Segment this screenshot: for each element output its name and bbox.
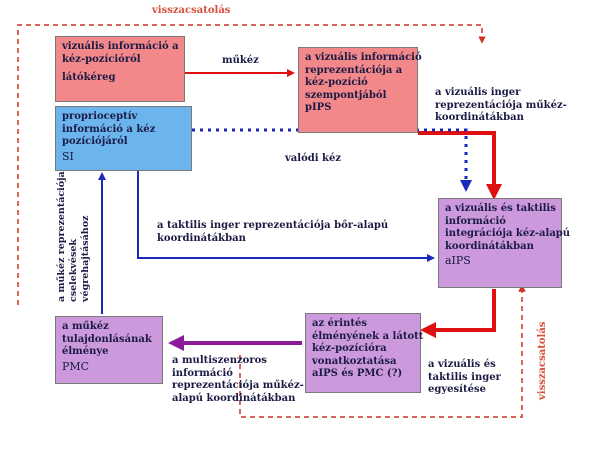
label-line: cselekvések [68,239,79,302]
box-line: élménye [62,346,109,357]
box-tag: SI [62,149,74,163]
proprioceptive-box: proprioceptív információ a kéz pozíciójá… [55,106,192,171]
box-line: pozíciójáról [62,136,128,147]
box-line: az érintés [312,318,367,329]
box-line: integrációja kéz-alapú [445,228,571,239]
aips-box: a vizuális és taktilis információ integr… [438,198,571,288]
box-line: vonatkoztatása [312,355,397,367]
box-line: élményének a látott [312,330,424,342]
box-tag: látókéreg [62,72,116,83]
box-line: reprezentációja a [305,64,403,76]
pips-box: a vizuális információ reprezentációja a … [298,47,422,133]
aips-to-integration-arrow [420,289,496,338]
label-line: alapú koordinátákban [172,392,296,404]
box-line: információ a kéz [62,123,156,135]
box-tag: aIPS és PMC (?) [312,368,403,379]
valodi-kez-label: valódi kéz [285,153,342,164]
box-line: vizuális információ a [62,41,179,52]
feedback-right-label: visszacsatolás [537,321,548,400]
motor-label: a műkéz reprezentációja cselekvések végr… [56,171,92,302]
label-line: koordinátákban [157,232,246,244]
feedback-top-arrow [17,24,486,305]
label-line: a vizuális és [428,359,496,370]
box-line: kéz-pozícióra [312,343,387,354]
box-line: proprioceptív [62,111,138,122]
label-line: egyesítése [428,384,486,395]
box-line: kéz-pozíció [305,77,368,88]
label-line: a multiszenzoros [172,355,267,366]
label-line: a vizuális inger [435,87,521,98]
label-line: koordinátákban [435,112,524,123]
box-line: szempontjából [305,89,387,101]
visual-stimulus-label: a vizuális inger reprezentációja műkéz- … [435,87,567,125]
feedback-top-label: visszacsatolás [152,5,231,16]
unify-label: a vizuális és taktilis inger egyesítése [428,359,501,397]
mukez-label: műkéz [222,55,259,66]
box-line: a műkéz [62,321,109,332]
valodi-kez-arrow [192,128,472,192]
pips-to-aips-arrow [418,131,502,200]
label-line: végrehajtásához [80,215,91,302]
box-tag: PMC [62,359,90,373]
box-line: koordinátákban [445,240,534,252]
label-line: reprezentációja műkéz- [435,99,567,111]
box-tag: pIPS [305,102,332,113]
box-line: információ [445,215,506,227]
visual-info-box: vizuális információ a kéz-pozícióról lát… [55,36,185,102]
integration-box: az érintés élményének a látott kéz-pozíc… [305,313,424,393]
box-line: tulajdonlásának [62,333,152,345]
multisensory-label: a multiszenzoros információ reprezentáci… [172,355,304,405]
label-line: információ [172,367,233,379]
pmc-box: a műkéz tulajdonlásának élménye PMC [55,316,163,384]
tactile-label: a taktilis inger reprezentációja bőr-ala… [157,220,388,245]
label-line: a taktilis inger reprezentációja bőr-ala… [157,220,389,231]
box-line: a vizuális információ [305,52,422,63]
feedback-right-arrow [239,284,526,418]
box-tag: aIPS [445,254,471,267]
box-line: a vizuális és taktilis [445,203,556,214]
label-line: a műkéz reprezentációja [56,171,67,302]
label-line: taktilis inger [428,371,501,383]
box-line: kéz-pozícióról [62,53,141,65]
label-line: reprezentációja műkéz- [172,380,304,391]
tactile-arrow [137,170,435,262]
